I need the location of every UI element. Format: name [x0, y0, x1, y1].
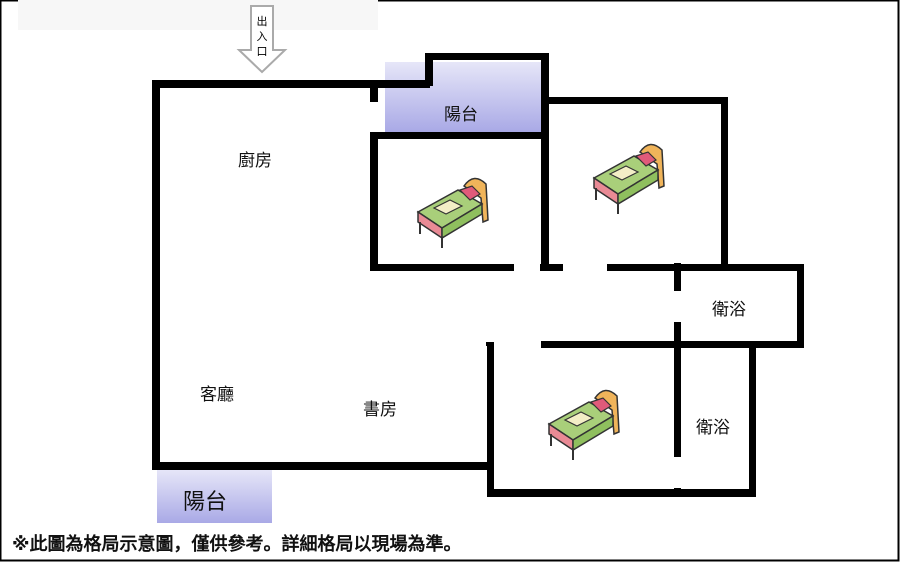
- balcony-top-fill: [385, 62, 543, 132]
- balcony-bottom-label: 陽台: [183, 490, 228, 515]
- balcony-top-label: 陽台: [444, 105, 478, 125]
- balcony-bottom-fill: [157, 470, 272, 523]
- bathroom-2-label: 衛浴: [696, 418, 730, 438]
- disclaimer-note: ※此圖為格局示意圖，僅供參考。詳細格局以現場為準。: [12, 534, 462, 555]
- walls: [152, 53, 804, 497]
- bathroom-1-label: 衛浴: [712, 300, 746, 320]
- header-band: [18, 0, 378, 30]
- entrance-label: 出入口: [256, 15, 268, 58]
- living-room-label: 客廳: [200, 385, 234, 405]
- study-label: 書房: [363, 400, 397, 420]
- kitchen-label: 廚房: [238, 151, 272, 171]
- entrance-arrow-icon: [236, 5, 288, 74]
